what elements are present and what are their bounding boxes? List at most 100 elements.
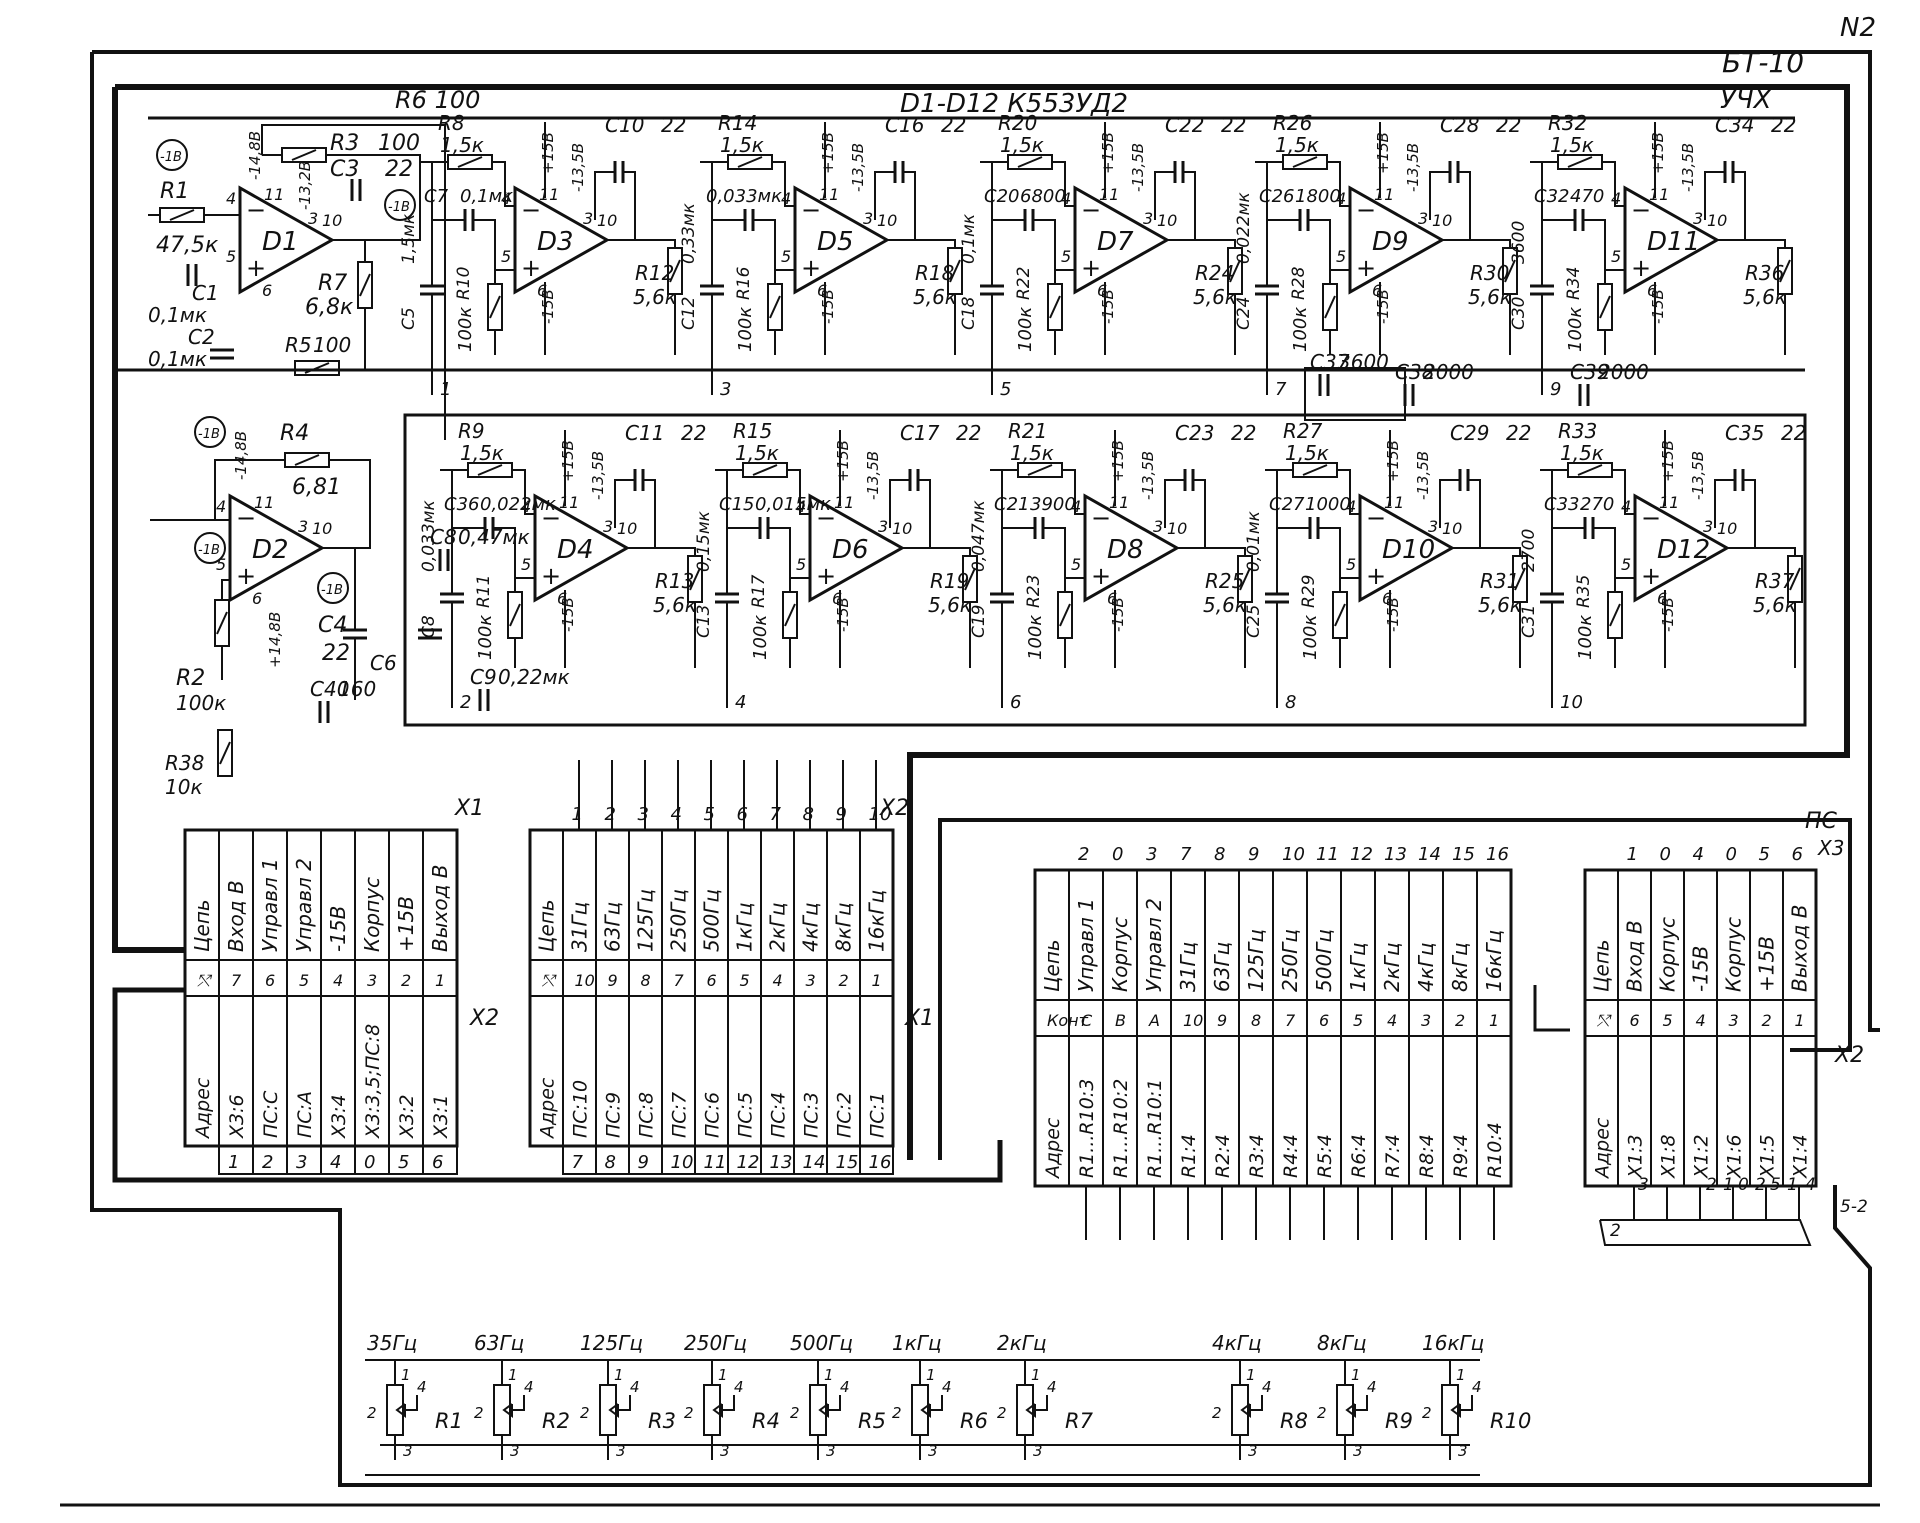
test-point-icon xyxy=(156,139,188,171)
opamp-ref: D4 xyxy=(557,535,594,565)
capacitor-icon xyxy=(700,284,724,296)
inverting-sign: − xyxy=(521,196,541,224)
bus-number: 4 xyxy=(735,692,746,713)
pin-number: 3 xyxy=(1693,209,1703,228)
pin-number: 11 xyxy=(1316,844,1339,865)
resistor-ref: R12 xyxy=(635,261,674,285)
pin-number: 16 xyxy=(1486,844,1509,865)
supply-label: +15В xyxy=(834,440,852,482)
table-header-cell: 63Гц xyxy=(1210,942,1234,992)
capacitor-value: 0,1мк xyxy=(148,347,207,371)
r6-label: R6 100 xyxy=(395,86,480,114)
pin-number: 11 xyxy=(1374,185,1394,204)
table-kont-cell: 1 xyxy=(1489,1011,1499,1030)
table-header-cell: 125Гц xyxy=(634,889,658,952)
capacitor-icon xyxy=(1265,592,1289,604)
capacitor-value: 22 xyxy=(1221,113,1246,137)
resistor-icon xyxy=(742,462,788,478)
capacitor-ref: C20 xyxy=(984,186,1019,207)
pin-number: 6 xyxy=(1657,589,1667,608)
table-kont-cell: 5 xyxy=(1353,1011,1363,1030)
resistor-value: 100к xyxy=(750,615,771,660)
pot-pin: 1 xyxy=(926,1366,936,1384)
resistor-value: 5,6к xyxy=(1753,593,1797,617)
table-addr-cell: R5:4 xyxy=(1314,1134,1336,1178)
table-header-cell: Корпус xyxy=(1108,917,1132,992)
pin-number: 10 xyxy=(597,211,617,230)
resistor-icon xyxy=(1322,283,1338,331)
supply-label: -13,5В xyxy=(1139,451,1157,500)
capacitor-icon xyxy=(1458,469,1470,491)
table-header-cell: 500Гц xyxy=(1312,929,1336,992)
part-ref: C8 xyxy=(430,525,457,549)
pin-number: 6 xyxy=(832,589,842,608)
table-header-cell: Корпус xyxy=(1656,917,1680,992)
table-kont-cell: 7 xyxy=(231,971,242,990)
table-header-cell: 8кГц xyxy=(832,902,856,952)
capacitor-ref: C15 xyxy=(719,494,754,515)
capacitor-ref: C32 xyxy=(1534,186,1569,207)
resistor-value: 100к xyxy=(735,307,756,352)
pot-frequency: 16кГц xyxy=(1422,1331,1484,1355)
table-header-cell: 31Гц xyxy=(1176,942,1200,992)
resistor-ref: R18 xyxy=(915,261,954,285)
cable-mark: 4 xyxy=(1805,1175,1816,1195)
pin-number: 1 xyxy=(1627,844,1638,865)
resistor-icon xyxy=(1597,283,1613,331)
pin-number: 3 xyxy=(308,209,318,228)
pot-pin: 2 xyxy=(684,1404,694,1422)
resistor-value: 100к xyxy=(1015,307,1036,352)
table-kont-cell: 6 xyxy=(1319,1011,1329,1030)
supply-label: -15В xyxy=(1384,597,1402,632)
table-addr-cell: R1...R10:2 xyxy=(1110,1079,1132,1178)
table-addr-cell: R10:4 xyxy=(1484,1122,1506,1178)
part-value: 0,22мк xyxy=(498,665,570,689)
pot-pin: 2 xyxy=(790,1404,800,1422)
part-c6: C6 xyxy=(370,628,442,675)
pot-pin: 3 xyxy=(1033,1442,1043,1460)
resistor-value: 100к xyxy=(475,615,496,660)
pot-pin: 4 xyxy=(630,1378,640,1396)
potentiometer-icon xyxy=(493,1384,511,1436)
pin-number: 11 xyxy=(1384,493,1404,512)
supply-label: +15В xyxy=(1384,440,1402,482)
table-header-cell: Цепь xyxy=(535,899,559,952)
table-addr-cell: R4:4 xyxy=(1280,1134,1302,1178)
pot-pin: 1 xyxy=(1246,1366,1256,1384)
pin-number: 11 xyxy=(1659,493,1679,512)
potentiometer-icon xyxy=(911,1384,929,1436)
resistor-icon xyxy=(357,261,373,309)
opamp-ref: D6 xyxy=(832,535,869,565)
table-addr-cell: R1...R10:3 xyxy=(1076,1079,1098,1178)
resistor-ref: R22 xyxy=(1014,267,1034,300)
table-addr-cell: X3:6 xyxy=(226,1094,248,1139)
table-addr-cell: R3:4 xyxy=(1246,1134,1268,1178)
pin-number: 5 xyxy=(1071,555,1081,574)
table-header-cell: 4кГц xyxy=(1414,942,1438,992)
opamp-ref: D9 xyxy=(1372,227,1409,257)
table-addr-cell: ПС:А xyxy=(294,1091,316,1138)
part-ref: C39 xyxy=(1570,360,1609,384)
resistor-value: 5,6к xyxy=(633,285,677,309)
pot-ref: R4 xyxy=(752,1409,780,1433)
pin-number: 0 xyxy=(1726,844,1737,865)
